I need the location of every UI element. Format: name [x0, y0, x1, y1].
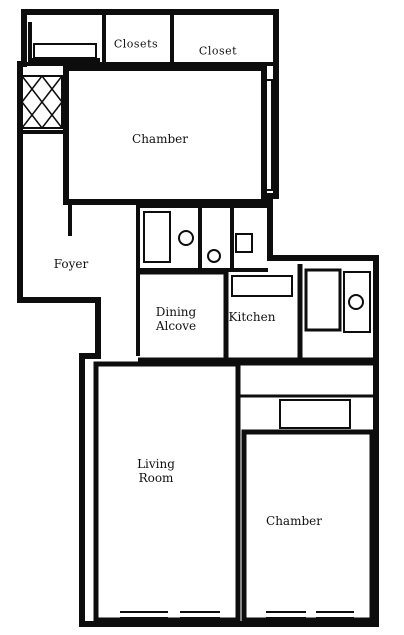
bathtub [143, 211, 171, 263]
refrigerator [343, 271, 371, 333]
room-label-chamber-top: Chamber [132, 132, 188, 147]
room-label-foyer: Foyer [53, 257, 89, 272]
room-label-chamber-bottom: Chamber [266, 514, 322, 529]
chamber-top-walls [63, 65, 267, 205]
bath-walls [140, 204, 268, 272]
room-label-alcove: Alcove [155, 319, 197, 333]
room-label-closet: Closet [198, 44, 238, 58]
closet-wall [24, 14, 276, 66]
room-label-living: Living [137, 457, 175, 472]
closet-shelf [33, 43, 97, 59]
sink-kitchen [348, 294, 364, 310]
chamber-bottom-walls [241, 429, 375, 623]
dining-kitchen-wall [138, 264, 376, 363]
room-label-dining: Dining [155, 305, 197, 320]
room-label-living-room: Living Room [137, 457, 175, 486]
exterior-wall [17, 9, 379, 627]
foyer-wall [22, 130, 140, 356]
window-strip [262, 79, 273, 191]
corridor-wall [240, 362, 374, 398]
room-label-closets: Closets [113, 37, 159, 51]
toilet [235, 233, 253, 253]
living-room-walls [93, 361, 241, 623]
window [120, 611, 354, 619]
chamber-bath [279, 399, 351, 429]
sink [178, 230, 194, 246]
room-label-kitchen: Kitchen [228, 310, 276, 325]
range [304, 268, 342, 332]
kitchen-counter [231, 275, 293, 297]
room-label-room: Room [138, 471, 174, 485]
washbasin [207, 249, 221, 263]
stair-hatch-cross [21, 75, 63, 129]
room-label-dining-alcove: Dining Alcove [155, 305, 197, 334]
